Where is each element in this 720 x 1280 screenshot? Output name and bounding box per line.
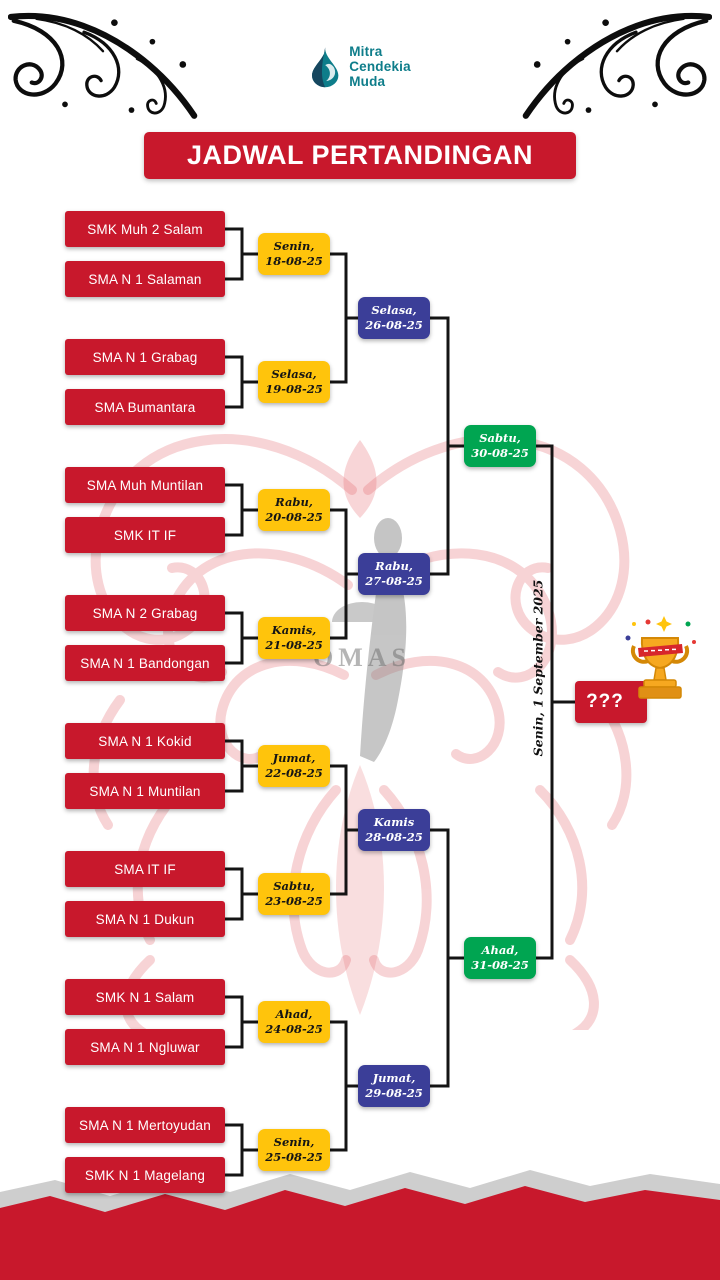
round2-date-2: Rabu,27-08-25 bbox=[358, 553, 430, 595]
team-box-2: SMA N 1 Salaman bbox=[65, 261, 225, 297]
round1-date-5: Jumat,22-08-25 bbox=[258, 745, 330, 787]
match-day: Ahad, bbox=[275, 1007, 313, 1022]
round1-date-7: Ahad,24-08-25 bbox=[258, 1001, 330, 1043]
trophy-icon bbox=[625, 616, 696, 699]
match-day: Selasa, bbox=[371, 303, 417, 318]
match-day: Sabtu, bbox=[479, 431, 521, 446]
team-name: SMK IT IF bbox=[113, 527, 177, 543]
team-name: SMA N 1 Salaman bbox=[88, 271, 202, 287]
logo-line-3: Muda bbox=[349, 74, 386, 90]
semifinal-date-1: Sabtu,30-08-25 bbox=[464, 425, 536, 467]
team-box-5: SMA Muh Muntilan bbox=[65, 467, 225, 503]
team-box-8: SMA N 1 Bandongan bbox=[65, 645, 225, 681]
round1-date-2: Selasa,19-08-25 bbox=[258, 361, 330, 403]
team-name: SMA N 1 Dukun bbox=[95, 911, 195, 927]
champion-box: ??? bbox=[575, 681, 647, 723]
team-name: SMA N 1 Mertoyudan bbox=[79, 1117, 211, 1133]
team-box-4: SMA Bumantara bbox=[65, 389, 225, 425]
match-date: 30-08-25 bbox=[471, 446, 529, 460]
team-box-10: SMA N 1 Muntilan bbox=[65, 773, 225, 809]
team-box-7: SMA N 2 Grabag bbox=[65, 595, 225, 631]
match-day: Rabu, bbox=[275, 495, 313, 510]
match-day: Senin, bbox=[273, 1135, 315, 1150]
logo: Mitra Cendekia Muda bbox=[309, 44, 411, 89]
match-day: Jumat, bbox=[372, 1071, 416, 1086]
team-box-6: SMK IT IF bbox=[65, 517, 225, 553]
logo-wordmark: Mitra Cendekia Muda bbox=[349, 44, 411, 89]
team-name: SMA N 1 Bandongan bbox=[80, 655, 210, 671]
match-date: 26-08-25 bbox=[365, 318, 423, 332]
logo-drop-icon bbox=[312, 46, 339, 87]
round1-connectors bbox=[225, 227, 258, 1177]
match-date: 18-08-25 bbox=[265, 254, 323, 268]
team-box-9: SMA N 1 Kokid bbox=[65, 723, 225, 759]
team-name: SMA N 1 Ngluwar bbox=[90, 1039, 200, 1055]
team-name: SMA Muh Muntilan bbox=[86, 477, 204, 493]
match-date: 28-08-25 bbox=[365, 830, 423, 844]
semifinal-date-2: Ahad,31-08-25 bbox=[464, 937, 536, 979]
team-box-11: SMA IT IF bbox=[65, 851, 225, 887]
round1-date-3: Rabu,20-08-25 bbox=[258, 489, 330, 531]
match-date: 19-08-25 bbox=[265, 382, 323, 396]
round2-date-4: Jumat,29-08-25 bbox=[358, 1065, 430, 1107]
match-day: Jumat, bbox=[272, 751, 316, 766]
torn-paper-edge bbox=[0, 1170, 720, 1280]
team-name: SMA N 1 Muntilan bbox=[89, 783, 201, 799]
team-name: SMA N 1 Kokid bbox=[98, 733, 192, 749]
team-box-14: SMA N 1 Ngluwar bbox=[65, 1029, 225, 1065]
match-date: 31-08-25 bbox=[471, 958, 529, 972]
match-day: Kamis bbox=[373, 815, 415, 830]
match-day: Ahad, bbox=[481, 943, 519, 958]
semifinal-connectors bbox=[430, 316, 464, 1088]
round1-date-4: Kamis,21-08-25 bbox=[258, 617, 330, 659]
team-name: SMK N 1 Magelang bbox=[84, 1167, 206, 1183]
team-name: SMA Bumantara bbox=[94, 399, 196, 415]
logo-line-1: Mitra bbox=[349, 44, 383, 59]
round1-date-6: Sabtu,23-08-25 bbox=[258, 873, 330, 915]
match-day: Senin, bbox=[273, 239, 315, 254]
match-date: 27-08-25 bbox=[365, 574, 423, 588]
match-day: Selasa, bbox=[271, 367, 317, 382]
team-name: SMA N 2 Grabag bbox=[92, 605, 198, 621]
team-box-12: SMA N 1 Dukun bbox=[65, 901, 225, 937]
team-name: SMK N 1 Salam bbox=[95, 989, 195, 1005]
match-date: 20-08-25 bbox=[265, 510, 323, 524]
match-date: 22-08-25 bbox=[265, 766, 323, 780]
confetti bbox=[625, 616, 696, 644]
round2-date-1: Selasa,26-08-25 bbox=[358, 297, 430, 339]
team-box-16: SMK N 1 Magelang bbox=[65, 1157, 225, 1193]
final-connector bbox=[536, 444, 575, 960]
page-title: JADWAL PERTANDINGAN bbox=[186, 140, 533, 170]
team-box-13: SMK N 1 Salam bbox=[65, 979, 225, 1015]
match-date: 29-08-25 bbox=[365, 1086, 423, 1100]
match-day: Kamis, bbox=[271, 623, 317, 638]
match-date: 23-08-25 bbox=[265, 894, 323, 908]
match-day: Sabtu, bbox=[273, 879, 315, 894]
flourish-right-icon bbox=[522, 12, 712, 119]
title-banner: JADWAL PERTANDINGAN bbox=[144, 132, 576, 179]
round1-date-8: Senin,25-08-25 bbox=[258, 1129, 330, 1171]
team-name: SMA N 1 Grabag bbox=[92, 349, 198, 365]
flourish-left-icon bbox=[8, 12, 198, 119]
team-name: SMK Muh 2 Salam bbox=[87, 221, 203, 237]
match-date: 21-08-25 bbox=[265, 638, 323, 652]
match-day: Rabu, bbox=[375, 559, 413, 574]
round2-connectors bbox=[330, 252, 358, 1152]
team-name: SMA IT IF bbox=[114, 861, 176, 877]
team-box-3: SMA N 1 Grabag bbox=[65, 339, 225, 375]
team-box-15: SMA N 1 Mertoyudan bbox=[65, 1107, 225, 1143]
match-date: 24-08-25 bbox=[265, 1022, 323, 1036]
round1-date-1: Senin,18-08-25 bbox=[258, 233, 330, 275]
match-date: 25-08-25 bbox=[265, 1150, 323, 1164]
watermark-garuda-ornament: OMAS bbox=[88, 370, 720, 1030]
watermark-monument bbox=[332, 518, 407, 762]
logo-line-2: Cendekia bbox=[349, 59, 411, 75]
team-box-1: SMK Muh 2 Salam bbox=[65, 211, 225, 247]
final-date-label: Senin, 1 September 2025 bbox=[530, 579, 546, 757]
